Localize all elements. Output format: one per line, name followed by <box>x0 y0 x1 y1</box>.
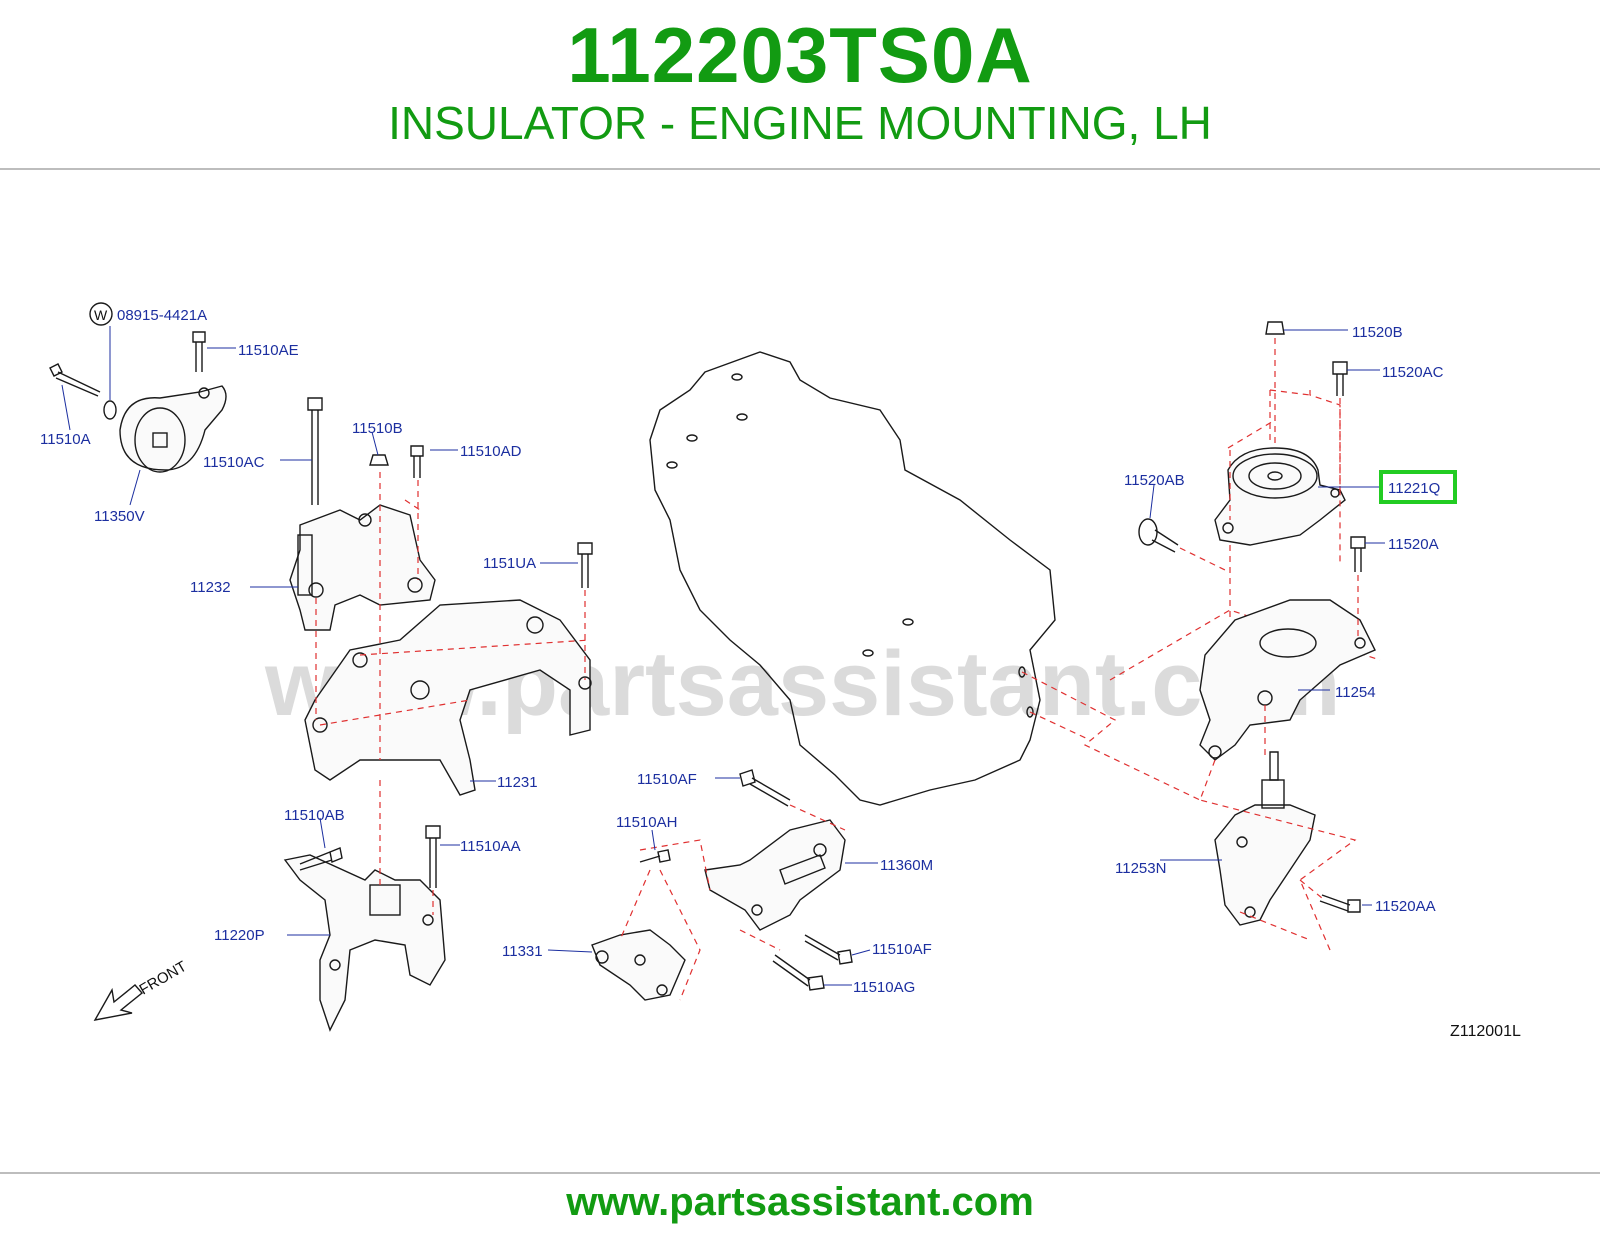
part-number: 112203TS0A <box>567 11 1033 99</box>
washer-symbol: W <box>94 307 108 323</box>
bolt-11510af-bottom <box>804 934 853 965</box>
leader-lines <box>61 326 1385 986</box>
callout-11520b[interactable]: 11520B <box>1352 324 1403 341</box>
nut-11520b <box>1265 321 1285 335</box>
bolt-11510ah <box>639 849 671 863</box>
part-11232-bracket <box>289 504 436 631</box>
front-arrow-icon <box>93 984 144 1021</box>
bolt-1151ua <box>577 542 593 588</box>
transmission-bolt-holes <box>666 373 1034 718</box>
callout-11221q[interactable]: 11221Q <box>1388 480 1440 497</box>
callout-11231[interactable]: 11231 <box>497 774 538 791</box>
bolt-11510aa <box>425 825 441 888</box>
bolt-11510ac <box>307 397 323 505</box>
bolt-11510af-top <box>739 769 791 807</box>
header-divider <box>0 168 1600 170</box>
callout-11520ab[interactable]: 11520AB <box>1124 472 1185 489</box>
left-guide-lines <box>315 472 591 915</box>
center-guide-lines <box>619 804 846 1001</box>
callout-11510af-bottom[interactable]: 11510AF <box>872 941 932 958</box>
callout-11510aa[interactable]: 11510AA <box>460 838 521 855</box>
bolt-11510a <box>49 363 101 397</box>
callout-11510ad[interactable]: 11510AD <box>460 443 522 460</box>
callout-11350v[interactable]: 11350V <box>94 508 145 525</box>
callout-11510a[interactable]: 11510A <box>40 431 91 448</box>
callout-11510ag[interactable]: 11510AG <box>853 979 915 996</box>
washer-08915 <box>103 400 117 420</box>
callout-1151ua[interactable]: 1151UA <box>483 555 536 572</box>
callout-11510ah[interactable]: 11510AH <box>616 814 677 831</box>
part-11360m-mount <box>704 819 846 931</box>
footer-url[interactable]: www.partsassistant.com <box>566 1180 1034 1224</box>
callout-11510ab[interactable]: 11510AB <box>284 807 345 824</box>
callout-11510ac[interactable]: 11510AC <box>203 454 265 471</box>
callout-11510af-top[interactable]: 11510AF <box>637 771 697 788</box>
highlight-box-11221q <box>1379 470 1457 504</box>
callout-11331[interactable]: 11331 <box>502 943 543 960</box>
callout-11520a[interactable]: 11520A <box>1388 536 1439 553</box>
bolt-11520ac <box>1332 361 1348 396</box>
part-name: INSULATOR - ENGINE MOUNTING, LH <box>388 97 1212 149</box>
callout-11520aa[interactable]: 11520AA <box>1375 898 1436 915</box>
diagram-code: Z112001L <box>1450 1023 1521 1040</box>
callout-11254[interactable]: 11254 <box>1335 684 1376 701</box>
bolt-11510ag <box>772 954 825 991</box>
callout-08915-4421a[interactable]: 08915-4421A <box>117 307 207 324</box>
right-guide-lines <box>1179 338 1359 951</box>
part-11331-bracket <box>591 929 686 1001</box>
washer-symbol-icon <box>89 302 113 326</box>
part-11221q-insulator <box>1214 447 1346 546</box>
bolt-11510ae <box>192 331 206 372</box>
transmission-outline <box>649 351 1056 806</box>
front-label: FRONT <box>137 958 190 999</box>
callout-11232[interactable]: 11232 <box>190 579 231 596</box>
nut-11510b <box>369 454 389 466</box>
callout-11360m[interactable]: 11360M <box>880 857 933 874</box>
callout-11220p[interactable]: 11220P <box>214 927 265 944</box>
part-11220p-mount <box>283 854 446 1032</box>
bolt-11510ab-left <box>299 847 343 871</box>
part-11254-bracket <box>1199 599 1376 761</box>
bolt-11520ab <box>1138 518 1179 553</box>
part-11231-crossmember <box>304 599 592 796</box>
part-11350v-mount <box>119 385 227 473</box>
callout-11510b[interactable]: 11510B <box>352 420 403 437</box>
bolt-11520aa <box>1319 894 1361 913</box>
footer-divider <box>0 1172 1600 1174</box>
bolt-11510ad <box>410 445 424 478</box>
callout-11510ae[interactable]: 11510AE <box>238 342 299 359</box>
bolt-11520a <box>1350 536 1366 572</box>
part-11253n-mount <box>1214 751 1316 926</box>
callout-11253n[interactable]: 11253N <box>1115 860 1166 877</box>
callout-11520ac[interactable]: 11520AC <box>1382 364 1444 381</box>
